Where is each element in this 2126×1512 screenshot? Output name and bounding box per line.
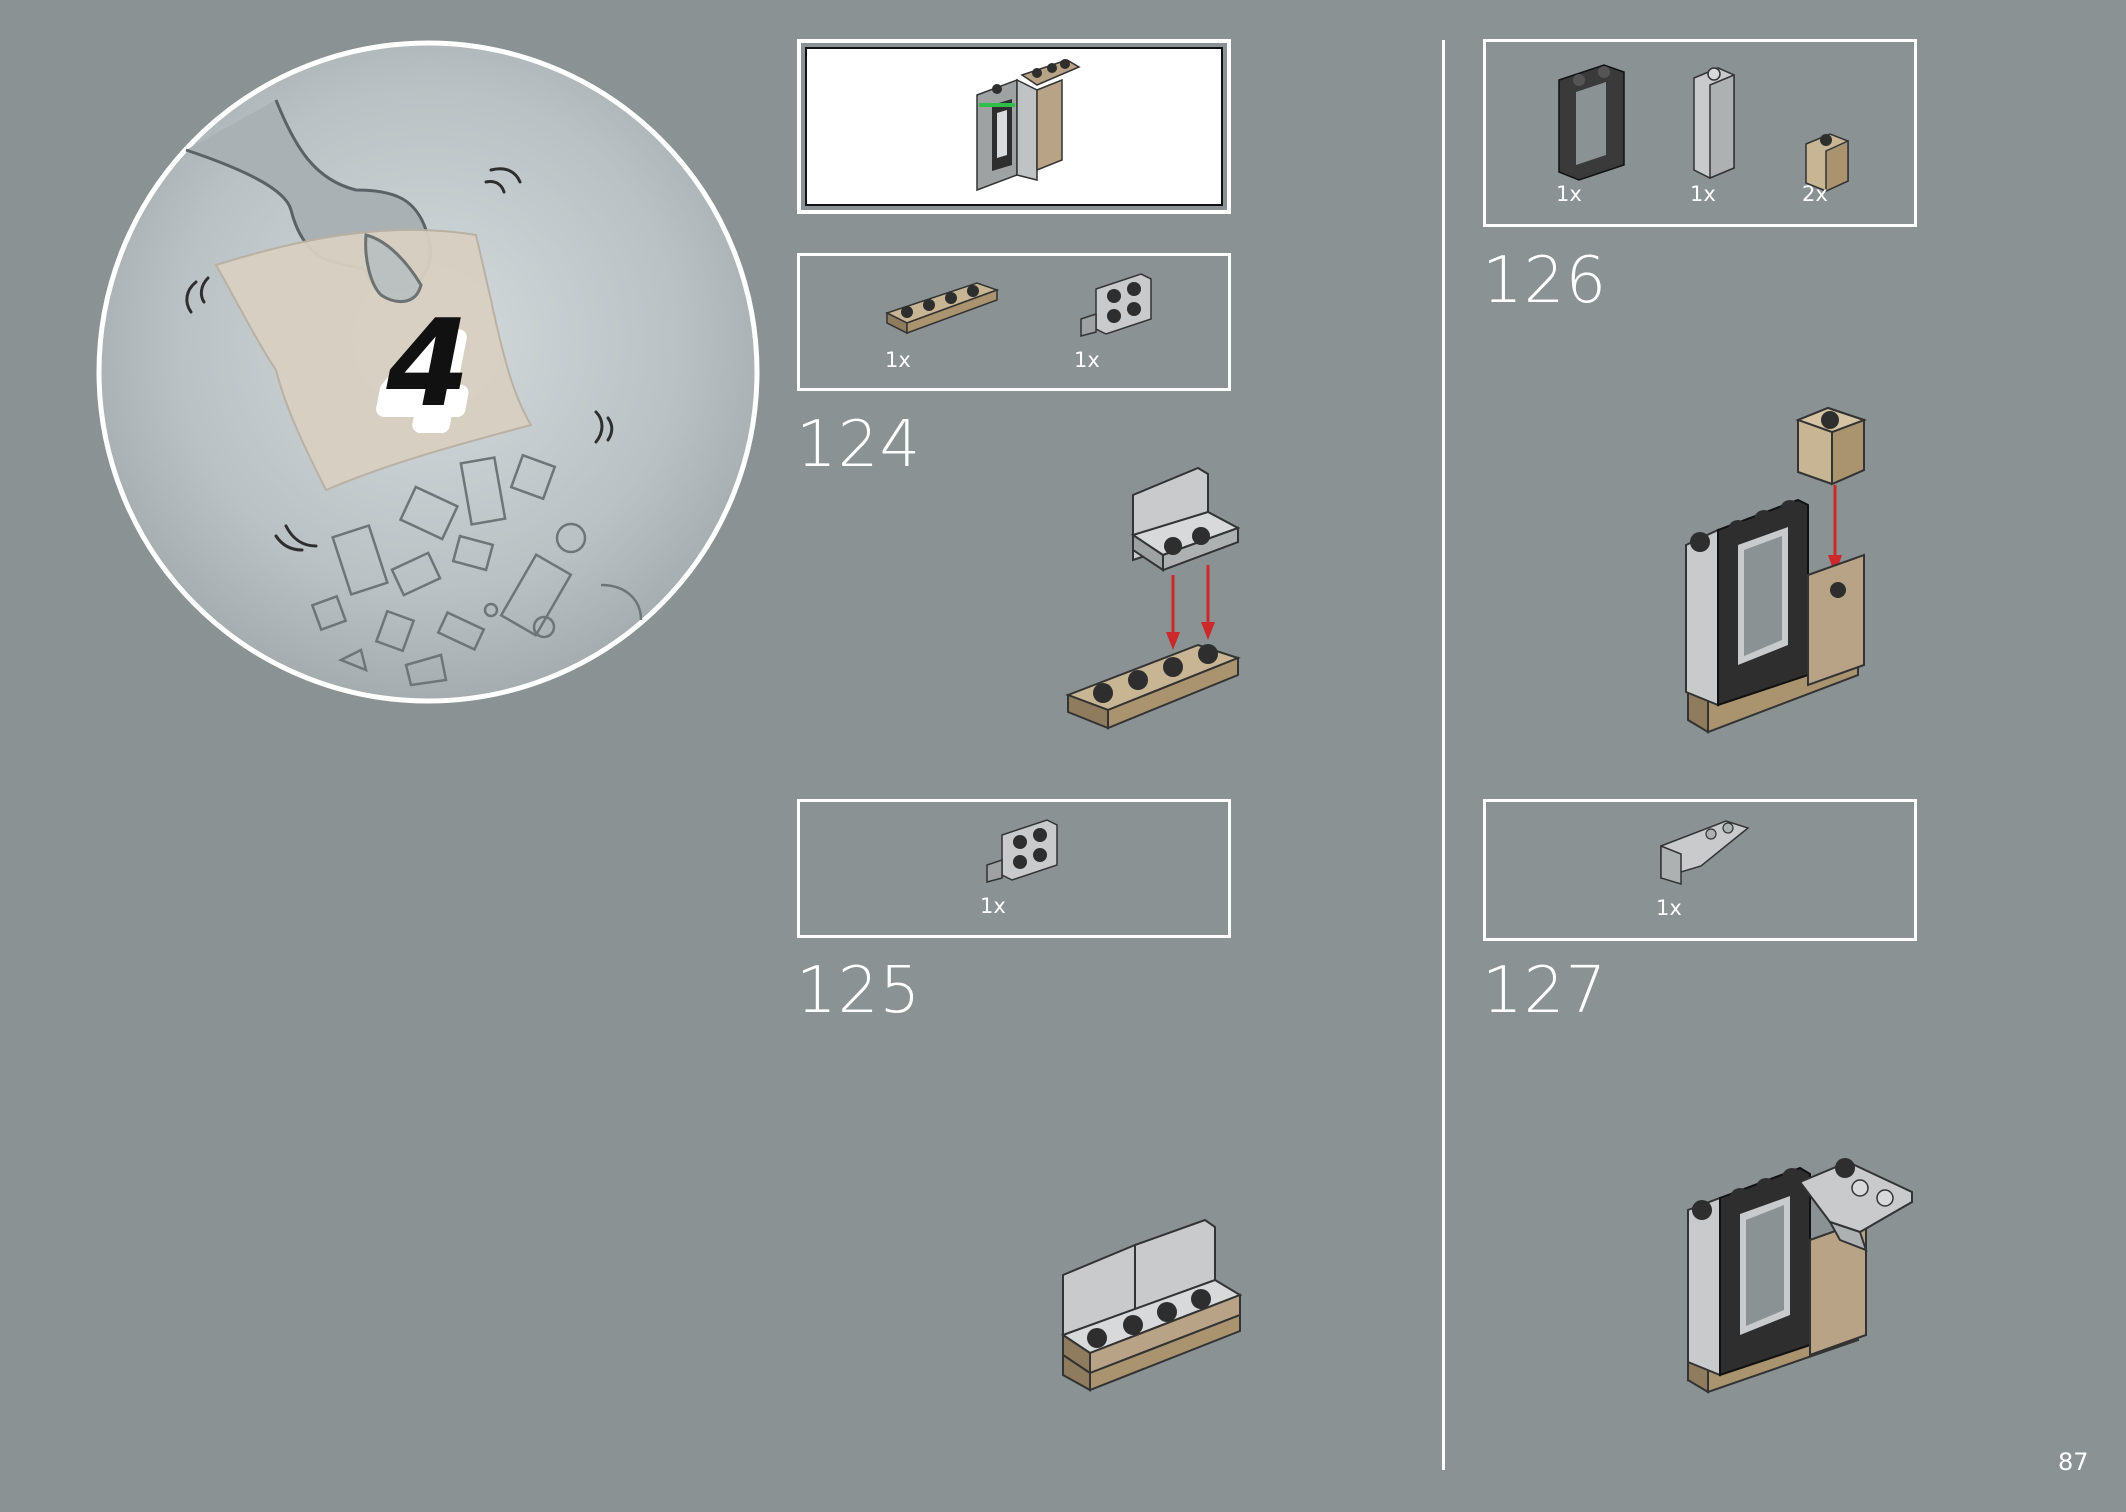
- part-qty: 1x: [1556, 182, 1582, 206]
- tan-plate-1x4-icon: [885, 282, 1000, 335]
- step-124-assembly: [1065, 466, 1241, 730]
- step-127-assembly: [1687, 1158, 1913, 1394]
- tan-brick-1x1-icon: [1805, 133, 1849, 193]
- step-125-assembly: [1060, 1218, 1243, 1392]
- step-126-assembly: [1685, 406, 1867, 734]
- page-number: 87: [2058, 1448, 2089, 1476]
- part-qty: 1x: [1690, 182, 1716, 206]
- grey-bracket-2x2-icon: [986, 819, 1058, 883]
- parts-list-126: 1x 1x 2x: [1483, 39, 1917, 227]
- part-qty: 1x: [1074, 348, 1100, 372]
- bag-icon: [214, 228, 533, 492]
- submodel-callout: [797, 39, 1231, 214]
- part-qty: 2x: [1802, 182, 1828, 206]
- part-qty: 1x: [980, 894, 1006, 918]
- step-number-127: 127: [1482, 954, 1608, 1028]
- grey-slope-inverted-icon: [1660, 820, 1750, 886]
- bag-illustration: 4: [96, 40, 760, 704]
- grey-brick-1x1x3-icon: [1693, 67, 1735, 180]
- step-number-125: 125: [796, 954, 922, 1028]
- step-number-126: 126: [1482, 244, 1608, 318]
- bag-callout: 4 4: [96, 40, 760, 704]
- bag-number-outline: 4: [383, 315, 468, 454]
- parts-list-125: 1x: [797, 799, 1231, 938]
- column-divider: [1442, 40, 1445, 1470]
- part-qty: 1x: [1656, 896, 1682, 920]
- step-number-124: 124: [796, 408, 922, 482]
- parts-list-124: 1x 1x: [797, 253, 1231, 391]
- black-window-frame-icon: [1558, 64, 1625, 181]
- parts-list-127: 1x: [1483, 799, 1917, 941]
- part-qty: 1x: [885, 348, 911, 372]
- bag-number: 4: [386, 295, 470, 434]
- grey-bracket-2x2-icon: [1080, 273, 1152, 337]
- submodel-preview-icon: [976, 59, 1081, 192]
